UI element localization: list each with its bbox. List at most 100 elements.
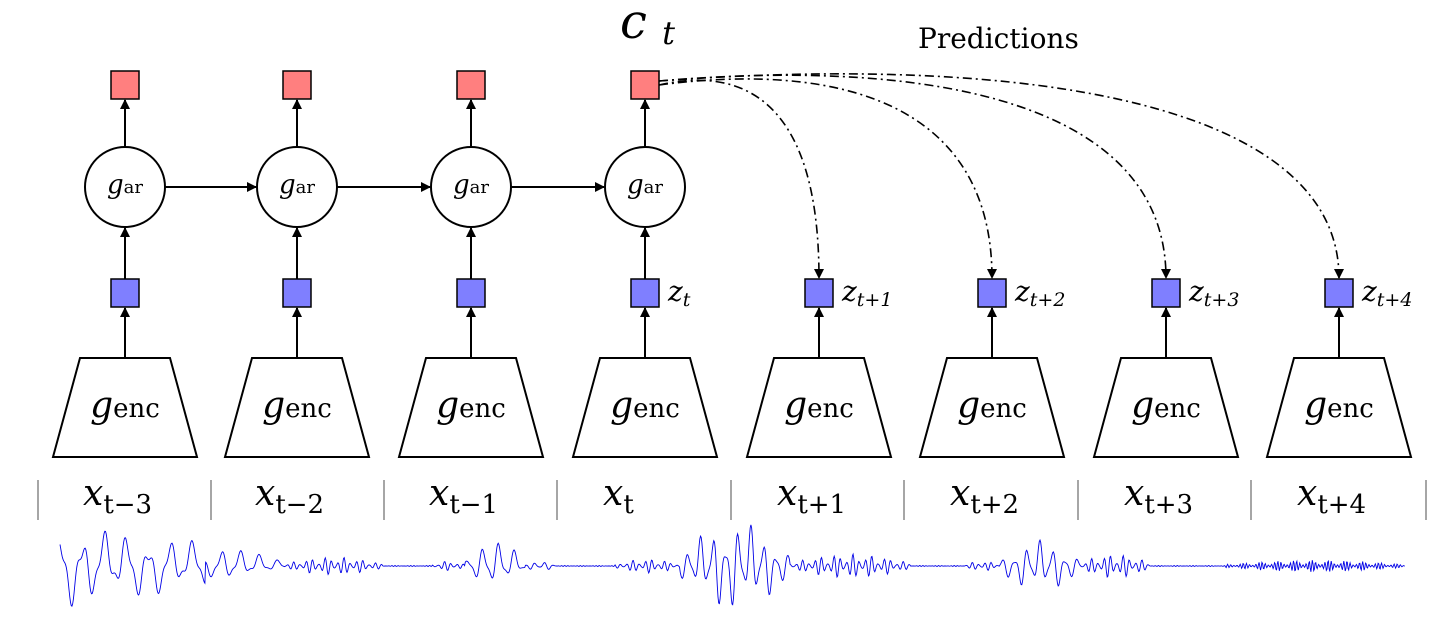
encoder-label: genc [784,385,854,426]
input-label-main: x [1297,473,1317,514]
prediction-arrows [658,73,1344,279]
input-segment-label: xt+1 [777,473,846,520]
input-label-main: x [777,473,797,514]
context-box [456,70,486,100]
prediction-arrow [658,74,1171,279]
latent-label-sub: t+3 [1204,289,1240,311]
input-segment-label: xt−3 [83,473,152,520]
latent-label-main: z [841,275,857,308]
encoder-label-sub: enc [285,394,332,424]
input-label-sub: t−3 [103,490,152,520]
context-title-sub: t [662,14,675,52]
encoder-label-sub: enc [1327,394,1374,424]
input-label-main: x [950,473,970,514]
encoder-label-sub: enc [807,394,854,424]
encoder-label-sub: enc [980,394,1027,424]
ar-label-main: g [627,170,644,200]
latent-label-sub: t [683,289,691,311]
latent-box [1151,278,1181,308]
encoder-label-main: g [784,385,807,426]
prediction-arrow [658,78,997,279]
ar-label-main: g [107,170,124,200]
ar-label: gar [627,170,663,200]
encoder-label-main: g [957,385,980,426]
encoder-label: genc [436,385,506,426]
input-label-sub: t+1 [797,490,846,520]
latent-label-main: z [1361,275,1377,308]
column-dividers [37,480,1427,520]
latent-box [456,278,486,308]
ar-label: gar [107,170,143,200]
encoder-block [1265,357,1413,458]
encoder-label-sub: enc [459,394,506,424]
encoder-block [918,357,1066,458]
latent-box [804,278,834,308]
encoder-label: genc [90,385,160,426]
encoder-label-main: g [262,385,285,426]
encoder-label: genc [262,385,332,426]
context-title: c t [620,0,675,52]
ar-label-sub: ar [470,177,490,198]
encoder-block [1092,357,1240,458]
latent-label: zt+4 [1361,275,1412,311]
ar-label-main: g [453,170,470,200]
input-label-sub: t+4 [1317,490,1366,520]
context-box [110,70,140,100]
input-label-sub: t [623,490,634,520]
latent-box [282,278,312,308]
encoder-label: genc [1131,385,1201,426]
encoder-label-sub: enc [113,394,160,424]
waveform-trace [59,524,1405,608]
input-segment-label: xt+2 [950,473,1019,520]
audio-waveform [59,524,1405,608]
encoder-label: genc [1304,385,1374,426]
input-label-main: x [429,473,449,514]
predictions-label: Predictions [918,22,1079,55]
input-label-sub: t−1 [449,490,498,520]
encoder-label-main: g [436,385,459,426]
latent-box [630,278,660,308]
input-label-sub: t+2 [970,490,1019,520]
input-segment-label: xt+4 [1297,473,1366,520]
encoder-label-main: g [90,385,113,426]
ar-label-sub: ar [296,177,316,198]
latent-box [110,278,140,308]
input-label-main: x [1124,473,1144,514]
input-label-sub: t−2 [275,490,324,520]
latent-label-sub: t+4 [1377,289,1413,311]
encoder-block [51,357,199,458]
latent-label-main: z [1014,275,1030,308]
context-title-main: c [620,0,647,50]
input-label-sub: t+3 [1144,490,1193,520]
encoder-block [571,357,719,458]
latent-label-main: z [667,275,683,308]
latent-box [977,278,1007,308]
prediction-arrow [658,79,824,279]
latent-label: zt+2 [1014,275,1065,311]
encoder-block [745,357,893,458]
input-label-main: x [255,473,275,514]
prediction-arrow [658,73,1344,279]
encoder-label-main: g [1304,385,1327,426]
context-box [282,70,312,100]
input-label-main: x [603,473,623,514]
input-segment-label: xt−1 [429,473,498,520]
columns-layer: gencgarxt−3gencgarxt−2gencgarxt−1gencztg… [51,70,1413,520]
ar-label-sub: ar [124,177,144,198]
input-segment-label: xt−2 [255,473,324,520]
encoder-label: genc [957,385,1027,426]
encoder-label-main: g [610,385,633,426]
latent-label: zt+1 [841,275,892,311]
ar-label: gar [279,170,315,200]
ar-label-main: g [279,170,296,200]
input-segment-label: xt+3 [1124,473,1193,520]
encoder-block [397,357,545,458]
